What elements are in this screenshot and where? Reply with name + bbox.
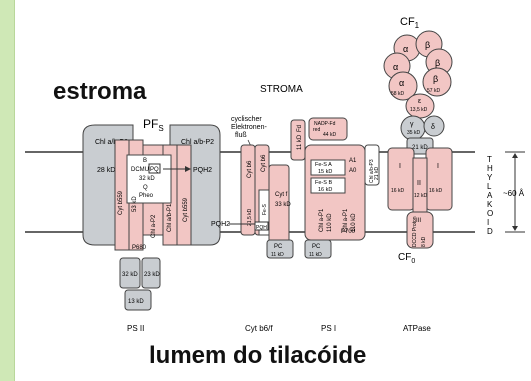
- svg-text:15 kD: 15 kD: [318, 169, 332, 175]
- svg-text:11 kD: 11 kD: [297, 134, 303, 150]
- label-psii: PS II: [127, 324, 144, 333]
- cyclic-line-2: Elektronen-: [231, 124, 267, 131]
- label-cf1: CF1: [400, 16, 420, 30]
- svg-text:α: α: [393, 62, 398, 72]
- svg-text:DCCD Proton: DCCD Proton: [412, 216, 418, 247]
- svg-text:Fe-S B: Fe-S B: [315, 180, 332, 186]
- svg-text:8 kD: 8 kD: [421, 236, 427, 247]
- svg-text:57 kD: 57 kD: [427, 88, 440, 94]
- svg-text:32 kD: 32 kD: [122, 272, 138, 278]
- svg-text:11 kD: 11 kD: [271, 252, 284, 258]
- svg-text:21 kD: 21 kD: [374, 167, 380, 180]
- svg-text:α: α: [399, 78, 404, 88]
- svg-text:O: O: [487, 209, 493, 218]
- svg-text:P700: P700: [341, 229, 356, 235]
- svg-text:~60 Å: ~60 Å: [503, 189, 525, 198]
- svg-text:Fd: Fd: [297, 125, 303, 132]
- svg-text:Y: Y: [487, 173, 493, 182]
- cyclic-line-3: fluß: [235, 132, 247, 139]
- cyt-b6f-complex: Cyt b6 Cyt b6 21,5 kD Fe-S Cyt f 33 kD P…: [211, 145, 293, 258]
- svg-text:A: A: [487, 191, 493, 200]
- svg-text:L: L: [487, 182, 492, 191]
- svg-text:β: β: [433, 74, 438, 84]
- svg-text:21 kD: 21 kD: [412, 145, 428, 151]
- thylakoid-diagram: STROMA PFS CF1 CF0 cyclischer Elektronen…: [15, 0, 531, 381]
- svg-text:α: α: [403, 44, 408, 54]
- label-atpase: ATPase: [403, 324, 431, 333]
- svg-text:16 kD: 16 kD: [429, 188, 442, 194]
- svg-text:β: β: [425, 40, 430, 50]
- svg-text:Chl a-P2: Chl a-P2: [151, 214, 157, 238]
- svg-text:A1: A1: [349, 158, 357, 164]
- svg-text:δ: δ: [431, 124, 435, 131]
- svg-text:PC: PC: [274, 244, 283, 250]
- svg-text:35 kD: 35 kD: [407, 130, 420, 136]
- thylakoid-scale: T H Y L A K O I D ~60 Å: [487, 152, 525, 236]
- figure-canvas: estroma lumem do tilacóide STROMA PFS CF…: [14, 0, 531, 381]
- svg-text:44 kD: 44 kD: [323, 132, 336, 138]
- svg-text:21,5 kD: 21,5 kD: [247, 208, 253, 226]
- svg-text:γ: γ: [410, 121, 414, 128]
- label-stroma: STROMA: [260, 84, 303, 95]
- cyclic-line-1: cyclischer: [231, 116, 262, 123]
- svg-text:Cyt b6: Cyt b6: [247, 160, 253, 178]
- svg-text:ε: ε: [418, 98, 421, 105]
- label-cytb6f: Cyt b6/f: [245, 324, 273, 333]
- svg-text:Pheo: Pheo: [139, 193, 154, 199]
- svg-text:Q: Q: [143, 185, 148, 191]
- svg-text:Cyt f: Cyt f: [275, 192, 288, 198]
- svg-text:D: D: [487, 227, 493, 236]
- svg-text:DCMU: DCMU: [131, 167, 149, 173]
- svg-text:PC: PC: [312, 244, 321, 250]
- svg-text:T: T: [487, 155, 492, 164]
- svg-text:A0: A0: [349, 168, 357, 174]
- label-pfs: PFS: [143, 117, 164, 133]
- svg-text:53 kD: 53 kD: [132, 196, 138, 212]
- svg-text:I: I: [399, 163, 401, 170]
- svg-text:58 kD: 58 kD: [391, 91, 404, 97]
- atpase-complex: α β α β α β 58 kD 57 kD ε 13,5 kD γ 35 k…: [384, 31, 452, 248]
- svg-text:red: red: [313, 127, 320, 133]
- psi-complex: 11 kD Fd NADP-Fd red 44 kD Fe-S A 15 kD …: [291, 118, 380, 258]
- svg-text:13 kD: 13 kD: [128, 299, 144, 305]
- svg-text:II: II: [417, 180, 421, 187]
- svg-text:23 kD: 23 kD: [144, 272, 160, 278]
- svg-text:P680: P680: [132, 245, 147, 251]
- svg-text:33 kD: 33 kD: [275, 202, 291, 208]
- svg-text:K: K: [487, 200, 493, 209]
- svg-text:12 kD: 12 kD: [414, 193, 427, 199]
- label-psi: PS I: [321, 324, 336, 333]
- svg-text:16 kD: 16 kD: [318, 187, 332, 193]
- svg-text:Cyt b559: Cyt b559: [183, 197, 189, 222]
- svg-text:11 kD: 11 kD: [309, 252, 322, 258]
- svg-text:PQH2: PQH2: [211, 221, 230, 228]
- svg-text:Chl a-P1: Chl a-P1: [319, 208, 325, 232]
- svg-text:Cyt b6: Cyt b6: [261, 154, 267, 172]
- svg-text:I: I: [487, 218, 489, 227]
- svg-text:β: β: [435, 58, 440, 68]
- svg-text:28 kD: 28 kD: [97, 167, 115, 174]
- svg-text:H: H: [487, 164, 493, 173]
- svg-text:PQH: PQH: [256, 225, 267, 231]
- svg-text:PQ: PQ: [150, 167, 159, 173]
- svg-text:32 kD: 32 kD: [139, 176, 155, 182]
- psii-complex: Chl a/b-P2 Chl a/b-P2 28 kD B DCMU PQ 32…: [83, 125, 220, 310]
- svg-text:Fe-S A: Fe-S A: [315, 162, 332, 168]
- svg-text:I: I: [437, 163, 439, 170]
- svg-text:B: B: [143, 158, 147, 164]
- svg-text:PQH2: PQH2: [193, 167, 212, 174]
- svg-text:16 kD: 16 kD: [391, 188, 404, 194]
- svg-text:Chl a/b-P1: Chl a/b-P1: [167, 203, 173, 232]
- label-cf0: CF0: [398, 252, 415, 265]
- svg-text:110 kD: 110 kD: [327, 213, 333, 232]
- svg-text:13,5 kD: 13,5 kD: [410, 107, 428, 113]
- svg-text:Cyt b559: Cyt b559: [118, 190, 124, 215]
- svg-text:Fe-S: Fe-S: [262, 204, 268, 216]
